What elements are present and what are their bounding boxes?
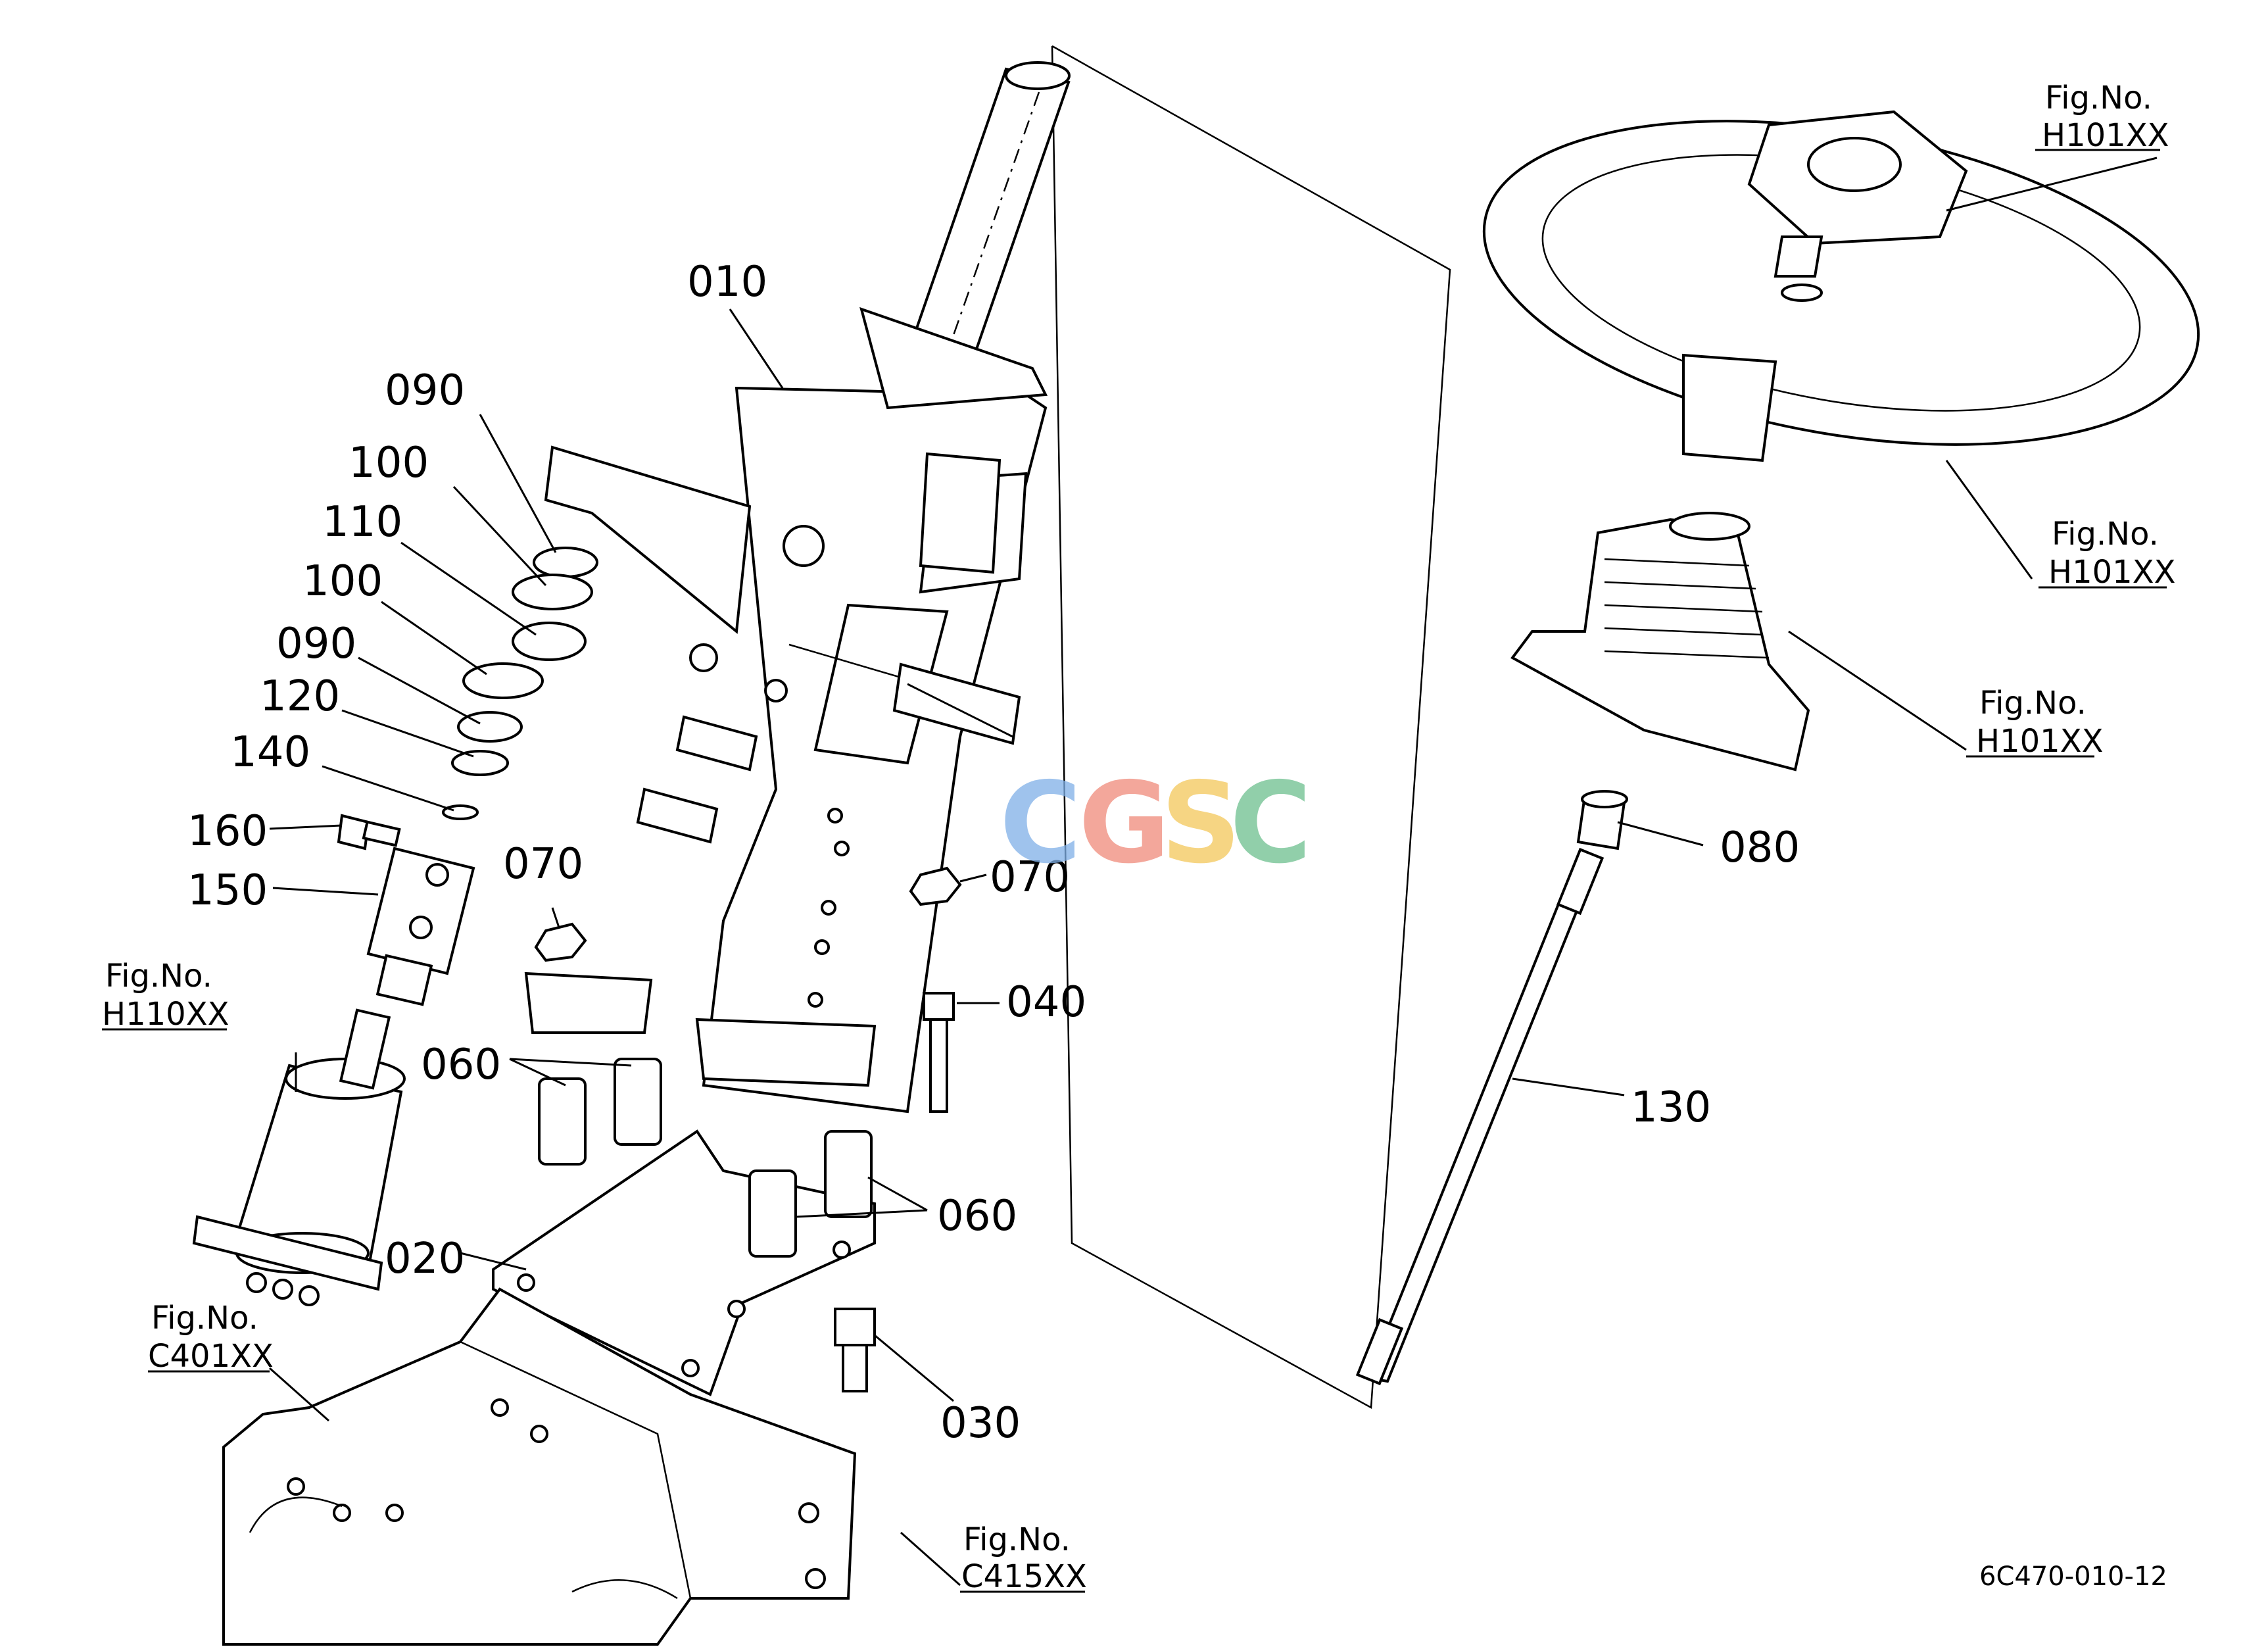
fig-label-h101-mid: Fig.No. <box>2052 516 2159 553</box>
callout-140: 140 <box>230 728 310 777</box>
watermark-letter-4: C <box>1230 758 1312 889</box>
figure-references: Fig.No. H101XX Fig.No. H101XX Fig.No. H1… <box>102 80 2175 1595</box>
fig-ref-h101-top: H101XX <box>2042 117 2169 154</box>
callout-120: 120 <box>260 672 340 721</box>
clamp-bolt <box>337 814 401 850</box>
steering-shaft <box>1355 847 1604 1386</box>
universal-joint <box>366 847 475 1006</box>
callout-160: 160 <box>187 807 268 856</box>
fig-ref-h110: H110XX <box>102 996 229 1033</box>
callouts: 010 090 100 110 100 090 120 140 160 150 … <box>187 258 1800 1448</box>
steering-bracket <box>524 307 1048 1114</box>
rubber-mounts <box>538 1058 873 1258</box>
steering-wheel <box>1482 110 2200 462</box>
mounting-bolt <box>923 992 955 1113</box>
callout-150: 150 <box>187 866 268 915</box>
fig-ref-c401: C401XX <box>148 1338 274 1375</box>
steering-unit <box>192 1008 406 1306</box>
fig-ref-h101-low: H101XX <box>1976 723 2103 760</box>
callout-100-top: 100 <box>349 439 429 487</box>
callout-090-top: 090 <box>385 366 465 415</box>
callout-060-left: 060 <box>421 1041 501 1089</box>
callout-130: 130 <box>1631 1083 1711 1132</box>
leader-lines <box>102 149 2167 1593</box>
watermark-letter-3: S <box>1161 758 1241 889</box>
fig-ref-c415: C415XX <box>961 1558 1087 1595</box>
callout-020: 020 <box>385 1235 465 1283</box>
fig-label-c401: Fig.No. <box>151 1300 258 1337</box>
transmission-housing <box>222 1287 857 1646</box>
fig-label-c415: Fig.No. <box>963 1521 1071 1558</box>
callout-030: 030 <box>940 1399 1021 1448</box>
shaft-boundary <box>1051 45 1451 1410</box>
fig-label-h101-low: Fig.No. <box>1979 685 2087 722</box>
fig-label-h101-top: Fig.No. <box>2045 80 2152 116</box>
bearing-stack <box>442 547 598 820</box>
steering-boot <box>1510 512 1810 772</box>
drawing-code: 6C470-010-12 <box>1979 1561 2167 1592</box>
callout-090-bottom: 090 <box>276 620 356 668</box>
watermark-letter-2: G <box>1078 758 1170 889</box>
watermark-logo: C G S C <box>1000 758 1312 889</box>
fig-ref-h101-mid: H101XX <box>2048 554 2175 591</box>
watermark-letter-1: C <box>1000 758 1082 889</box>
callout-010: 010 <box>687 258 767 307</box>
callout-100-bottom: 100 <box>302 557 383 606</box>
callout-080: 080 <box>1720 823 1800 872</box>
callout-070-right: 070 <box>990 853 1070 902</box>
callout-110: 110 <box>322 498 402 547</box>
flange-bolt <box>834 1308 876 1392</box>
collar <box>1576 790 1628 850</box>
hex-nuts <box>534 866 962 962</box>
callout-070-left: 070 <box>503 840 583 889</box>
callout-060-right: 060 <box>937 1192 1017 1241</box>
fig-label-h110: Fig.No. <box>105 958 212 995</box>
callout-040: 040 <box>1006 978 1086 1027</box>
